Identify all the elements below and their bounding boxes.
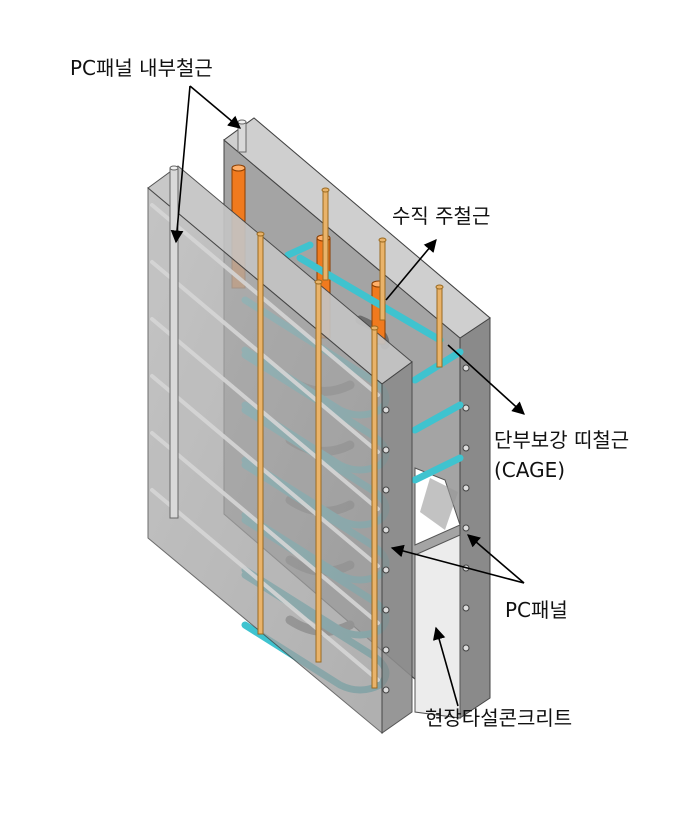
cast-in-place-concrete-core xyxy=(414,467,461,719)
arrow-inner-rebar-2 xyxy=(189,85,241,129)
pc-panel-inner-vertical-rebar xyxy=(169,119,247,519)
front-panel-connectors xyxy=(382,406,390,694)
label-pc-panel-inner-rebar: PC패널 내부철근 xyxy=(70,56,213,80)
arrow-pc-panel-2 xyxy=(467,534,525,584)
arrow-concrete xyxy=(432,626,459,707)
label-end-reinforcement: 단부보강 띠철근 xyxy=(494,428,630,452)
front-panel-side xyxy=(381,361,413,734)
arrow-cage xyxy=(447,344,525,415)
pc-panel-inner-horizontal-rebar xyxy=(150,203,380,682)
arrow-inner-rebar-1 xyxy=(170,85,191,244)
label-vertical-main-rebar: 수직 주철근 xyxy=(392,204,491,228)
leader-arrows xyxy=(170,85,525,707)
arrow-main-rebar xyxy=(385,239,437,301)
pc-panel-vertical-bars xyxy=(256,187,444,689)
label-cage: (CAGE) xyxy=(494,458,566,482)
label-pc-panel: PC패널 xyxy=(505,598,568,622)
arrow-pc-panel-1 xyxy=(390,544,525,584)
label-cast-in-place-concrete: 현장타설콘크리트 xyxy=(425,706,573,730)
